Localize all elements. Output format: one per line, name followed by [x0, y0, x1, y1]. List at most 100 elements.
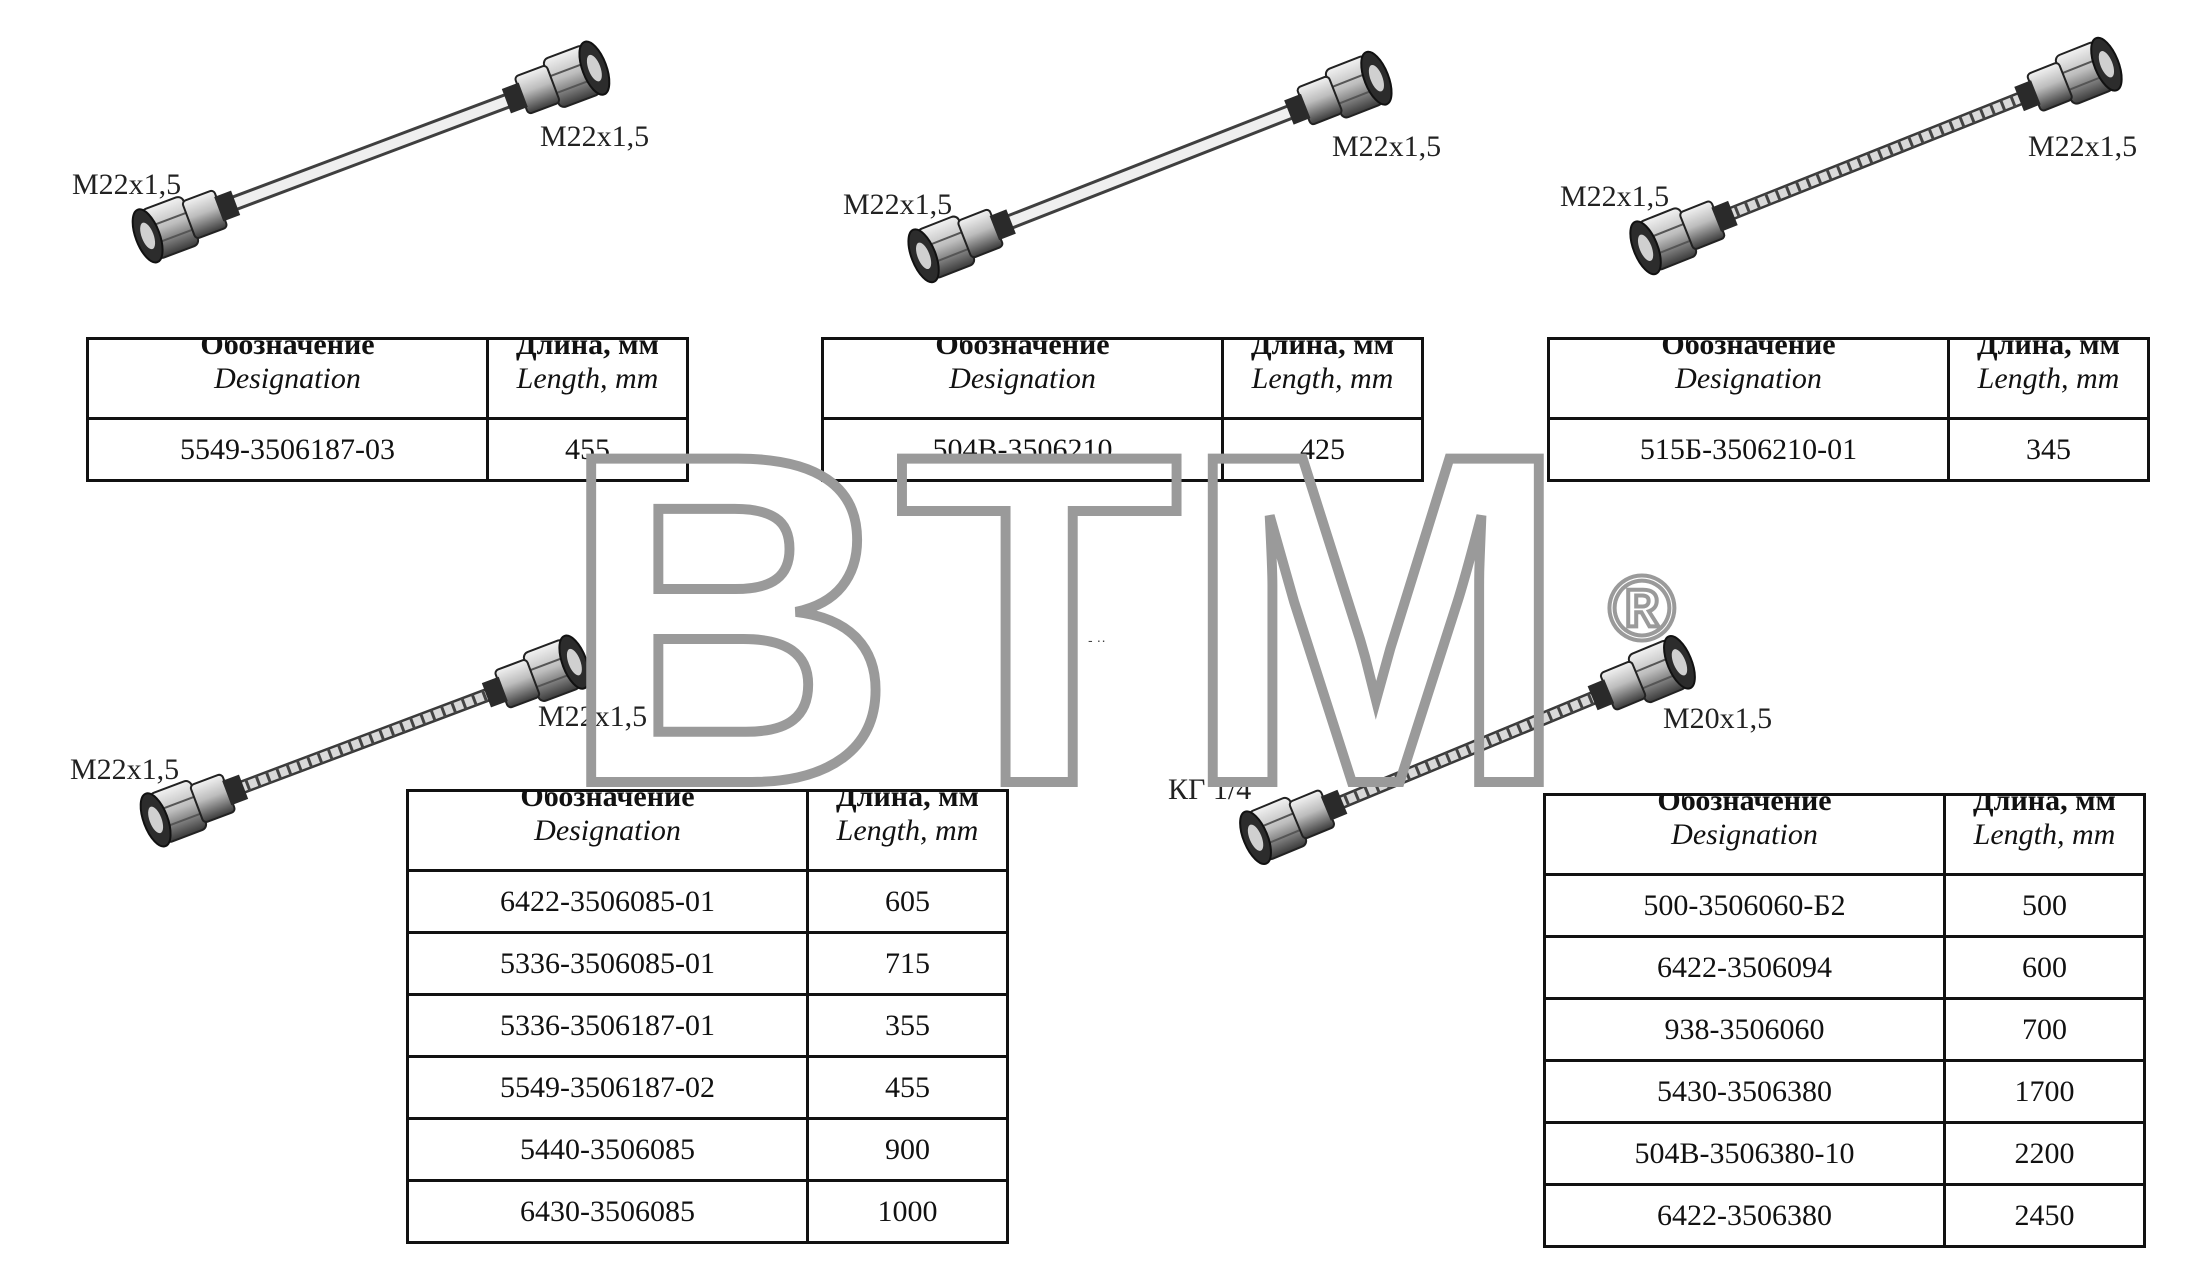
length-header-en: Length, mm: [1973, 818, 2116, 851]
hose-3-illustration: [1629, 36, 2123, 276]
designation-header-ru: Обозначение: [1657, 794, 1832, 818]
hose-4-illustration: [139, 634, 591, 848]
length-header-en: Length, mm: [1977, 362, 2120, 395]
hose-fitting: [907, 208, 1016, 284]
length-cell: 455: [486, 417, 689, 482]
length-header-ru: Длина, мм: [1973, 794, 2116, 818]
length-cell: 1700: [1943, 1059, 2146, 1124]
length-cell: 425: [1221, 417, 1424, 482]
length-cell: 715: [806, 931, 1009, 996]
designation-header-en: Designation: [214, 362, 361, 395]
length-header-ru: Длина, мм: [516, 338, 659, 362]
flex-hose-braid: [213, 679, 517, 803]
table-row: 515Б-3506210-01 345: [1547, 417, 2150, 482]
designation-header-ru: Обозначение: [520, 790, 695, 814]
designation-cell: 5336-3506085-01: [406, 931, 809, 996]
designation-cell: 938-3506060: [1543, 997, 1946, 1062]
length-header-ru: Длина, мм: [1977, 338, 2120, 362]
designation-cell: 5336-3506187-01: [406, 993, 809, 1058]
hose-fitting: [1629, 200, 1738, 276]
length-cell: 600: [1943, 935, 2146, 1000]
length-header-en: Length, mm: [516, 362, 659, 395]
designation-cell: 5549-3506187-03: [86, 417, 489, 482]
table-row: 504В-3506210 425: [821, 417, 1424, 482]
length-header-ru: Длина, мм: [1251, 338, 1394, 362]
designation-cell: 5430-3506380: [1543, 1059, 1946, 1124]
length-cell: 2450: [1943, 1183, 2146, 1248]
hose-fitting: [1239, 789, 1348, 865]
hose-4-end-a-label: M22x1,5: [70, 753, 180, 786]
tube-body: [202, 85, 540, 219]
hose-fitting: [139, 773, 249, 848]
hose-4-end-b-label: M22x1,5: [538, 700, 648, 733]
hose-5-illustration: [1239, 635, 1696, 865]
hose-fitting: [2014, 36, 2123, 112]
designation-cell: 515Б-3506210-01: [1547, 417, 1950, 482]
table-row: 5549-3506187-03 455: [86, 417, 689, 482]
designation-cell: 6422-3506380: [1543, 1183, 1946, 1248]
designation-header-en: Designation: [1675, 362, 1822, 395]
designation-cell: 6422-3506094: [1543, 935, 1946, 1000]
flex-hose-body: [1700, 83, 2052, 229]
length-cell: 455: [806, 1055, 1009, 1120]
stray-mark: - ··: [1088, 632, 1106, 648]
designation-header-en: Designation: [949, 362, 1096, 395]
flex-hose-body: [211, 680, 519, 802]
length-cell: 900: [806, 1117, 1009, 1182]
hose-3-end-b-label: M22x1,5: [2028, 130, 2138, 163]
designation-cell: 5440-3506085: [406, 1117, 809, 1182]
hose-1-end-a-label: M22x1,5: [72, 168, 182, 201]
designation-cell: 500-3506060-Б2: [1543, 873, 1946, 938]
designation-header-ru: Обозначение: [935, 338, 1110, 362]
hose-2-end-a-label: M22x1,5: [843, 188, 953, 221]
length-cell: 345: [1947, 417, 2150, 482]
designation-cell: 5549-3506187-02: [406, 1055, 809, 1120]
hose-fitting: [501, 40, 611, 115]
designation-cell: 6430-3506085: [406, 1179, 809, 1244]
length-header-en: Length, mm: [1251, 362, 1394, 395]
length-cell: 355: [806, 993, 1009, 1058]
designation-header-ru: Обозначение: [1661, 338, 1836, 362]
hose-3-end-a-label: M22x1,5: [1560, 180, 1670, 213]
hose-5-end-b-label: M20x1,5: [1663, 702, 1773, 735]
hose-2-end-b-label: M22x1,5: [1332, 130, 1442, 163]
length-header-ru: Длина, мм: [836, 790, 979, 814]
flex-hose-braid: [1312, 681, 1623, 819]
length-cell: 500: [1943, 873, 2146, 938]
hose-2-illustration: [907, 50, 1393, 284]
hose-fitting: [481, 634, 591, 709]
hose-1-illustration: [131, 40, 611, 264]
tube-body: [978, 96, 1322, 238]
length-cell: 2200: [1943, 1121, 2146, 1186]
hose-5-end-a-label: КГ 1/4": [1168, 773, 1264, 806]
designation-cell: 6422-3506085-01: [406, 869, 809, 934]
hose-fitting: [1284, 50, 1393, 126]
